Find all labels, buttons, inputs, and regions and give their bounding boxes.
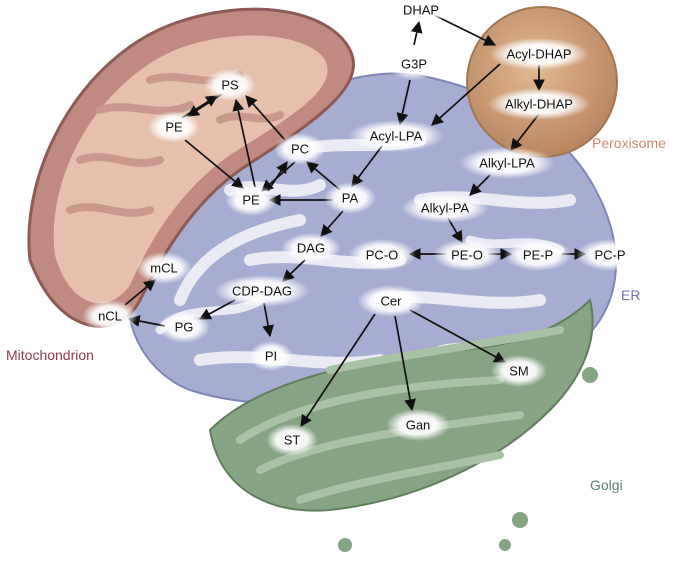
arrow-cdpdag-pg (198, 299, 236, 320)
lipid-sm: SM (509, 363, 529, 378)
lipid-pc: PC (291, 141, 309, 156)
arrow-pe-ps (232, 98, 256, 188)
arrow-cer-gan (394, 315, 416, 412)
arrow-g3p-acyllpa (396, 79, 411, 126)
lipid-node-glows (82, 0, 644, 456)
lipid-pe-o: PE-O (451, 247, 483, 262)
lipid-g3p: G3P (401, 56, 427, 71)
lipid-acyl-dhap: Acyl-DHAP (506, 46, 571, 61)
lipid-cer: Cer (381, 293, 403, 308)
lipid-pe: PE (242, 192, 260, 207)
arrow-acyldhap-acyllpa (431, 63, 501, 126)
lipid-alkyl-pa: Alkyl-PA (421, 200, 469, 215)
arrow-cer-st (300, 313, 376, 427)
lipid-alkyl-lpa: Alkyl-LPA (479, 155, 535, 170)
arrow-alkyllpa-alkylpa (469, 174, 491, 196)
lipid-mcl: mCL (150, 260, 177, 275)
arrow-ncl-mcl (124, 279, 156, 306)
er-label: ER (621, 287, 640, 303)
lipid-pa: PA (342, 190, 359, 205)
arrow-cer-sm (409, 309, 507, 363)
lipid-acyl-lpa: Acyl-LPA (370, 128, 423, 143)
lipid-dhap: DHAP (403, 2, 439, 17)
lipid-pc-o: PC-O (366, 247, 399, 262)
lipid-pc-p: PC-P (594, 247, 625, 262)
lipid-alkyl-dhap: Alkyl-DHAP (505, 96, 573, 111)
arrow-pe-pc (267, 161, 288, 192)
arrow-dhap-acyldhap (433, 14, 497, 46)
arrow-pa-dag (320, 210, 344, 237)
mitochondrion-organelle (27, 7, 355, 328)
arrow-pemito-pe (184, 139, 244, 189)
peroxisome-label: Peroxisome (592, 135, 666, 151)
lipid-pe-p: PE-P (523, 247, 553, 262)
lipid-dag: DAG (297, 240, 325, 255)
arrow-g3p-dhap (410, 20, 423, 46)
mitochondrion-label: Mitochondrion (6, 347, 94, 363)
lipid-ncl: nCL (98, 308, 122, 323)
lipid-gan: Gan (406, 417, 431, 432)
arrow-acyllpa-pa (351, 145, 383, 187)
golgi-label: Golgi (590, 477, 623, 493)
arrow-pc-ps (245, 95, 286, 141)
lipid-cdp-dag: CDP-DAG (232, 283, 292, 298)
lipid-st: ST (284, 432, 301, 447)
arrow-cdpdag-pi (262, 302, 274, 338)
lipid-labels: DHAP G3P Acyl-DHAP Alkyl-DHAP Acyl-LPA A… (98, 2, 625, 447)
lipid-pe-mito: PE (165, 119, 183, 134)
lipid-ps: PS (221, 77, 239, 92)
lipid-pg: PG (175, 319, 194, 334)
arrow-alkyldhap-alkyllpa (510, 113, 540, 151)
lipid-pi: PI (265, 348, 277, 363)
